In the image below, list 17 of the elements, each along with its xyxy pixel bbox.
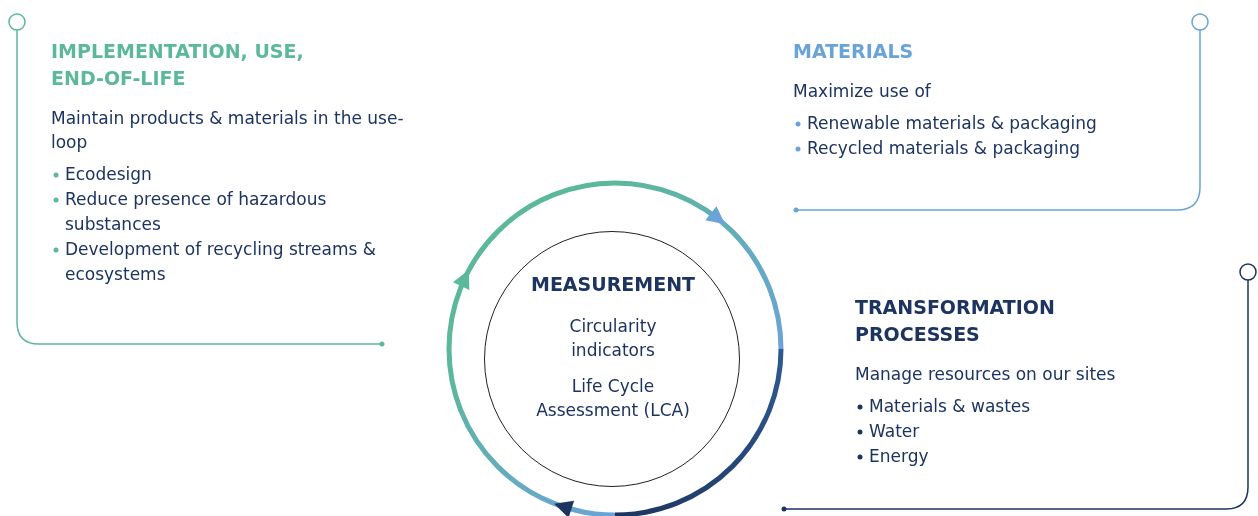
indicator-text: Circularity indicators [568, 315, 658, 362]
intro-text: Maximize use of [793, 80, 932, 103]
intro-text: Manage resources on our sites [855, 363, 1117, 386]
bullet-item: Renewable materials & packaging [807, 112, 1097, 135]
intro-text: Maintain products & materials in the use-loop [51, 107, 405, 154]
bullet-item: Energy [869, 445, 929, 468]
circle-heading: MEASUREMENT [529, 272, 697, 297]
bullet-item: Ecodesign [65, 163, 152, 186]
bullet-item: Development of recycling streams & ecosystems [65, 238, 377, 286]
section-heading: TRANSFORMATION PROCESSES [855, 295, 1056, 347]
section-heading: MATERIALS [793, 39, 915, 64]
bullet-item: Water [869, 420, 920, 443]
bullet-item: Materials & wastes [869, 395, 1031, 418]
bullet-item: Recycled materials & packaging [807, 137, 1081, 160]
section-heading: IMPLEMENTATION, USE, END-OF-LIFE [51, 39, 305, 91]
bullet-item: Reduce presence of hazardous substances [65, 188, 328, 236]
indicator-text: Life Cycle Assessment (LCA) [535, 375, 691, 422]
